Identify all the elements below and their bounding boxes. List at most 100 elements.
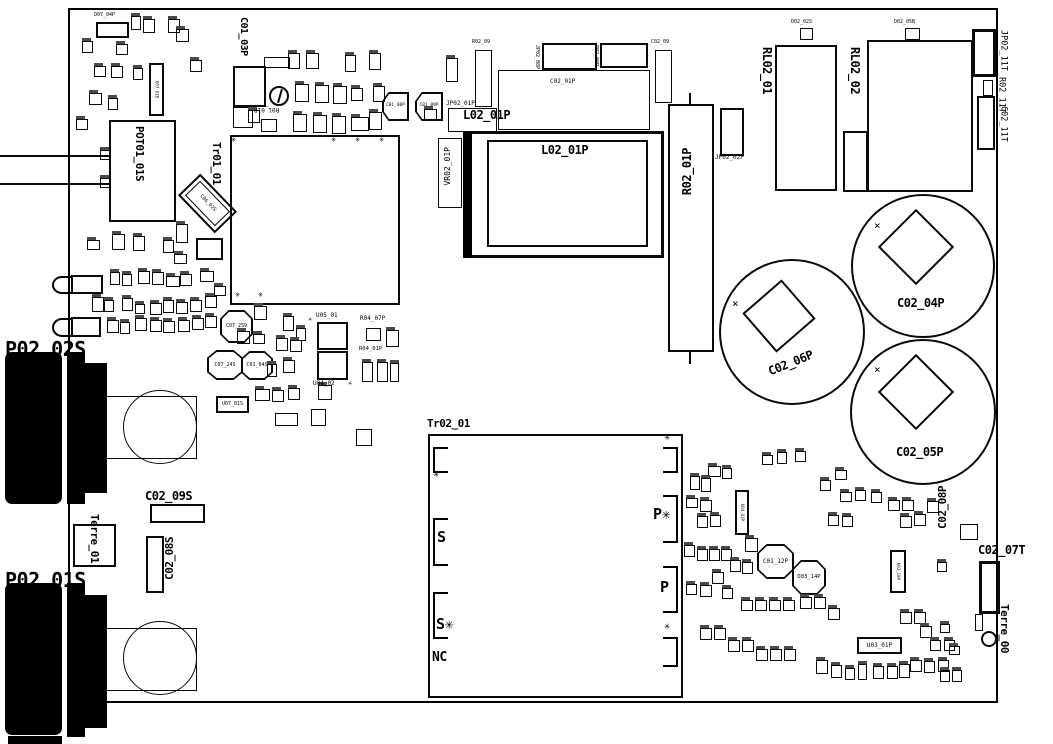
connector-black-body [8, 736, 62, 744]
small-part [351, 85, 363, 101]
small-part [131, 13, 141, 30]
component-body [109, 120, 176, 222]
small-part [700, 497, 712, 512]
small-part [871, 489, 882, 503]
small-part [92, 294, 104, 312]
small-part [887, 663, 898, 679]
small-part [138, 268, 150, 284]
label-c02-08s: C02_08S [163, 537, 176, 580]
small-part [686, 495, 698, 508]
transformer-pin-bracket [663, 495, 678, 543]
small-part [745, 535, 758, 552]
component-body [438, 138, 462, 208]
pin-star-mark: ✳ [231, 135, 237, 145]
small-part [377, 359, 388, 382]
capacitor-outline [123, 390, 197, 464]
component-c01-08p: C01_08P [382, 92, 409, 121]
small-part [176, 299, 188, 314]
component-body [843, 131, 868, 192]
label-p02-02s: P02_02S [5, 337, 86, 361]
small-part [828, 605, 840, 620]
label-r01-01p: R01_01P [254, 106, 280, 113]
small-part [369, 109, 382, 130]
small-part [133, 233, 145, 251]
small-part [276, 335, 288, 351]
label-s: S [437, 528, 446, 546]
small-part [163, 318, 175, 333]
small-part [899, 661, 910, 678]
trace-line [689, 93, 691, 105]
small-part [686, 581, 697, 595]
small-part [122, 271, 132, 286]
component-body [366, 328, 381, 341]
component-body [720, 108, 744, 156]
small-part [697, 513, 708, 528]
small-part [756, 646, 768, 661]
component-d03-14p: D03_14P [792, 560, 826, 595]
small-part [800, 594, 812, 609]
small-part [333, 83, 347, 104]
small-part [709, 546, 720, 561]
component-polygon-face [793, 561, 825, 594]
component-polygon-face [242, 352, 272, 379]
label-terre-01: Terre_01 [88, 514, 101, 563]
small-part [828, 512, 839, 526]
label-r02-08p: R02_08P [593, 45, 599, 67]
small-part [315, 82, 329, 103]
small-part [192, 315, 204, 330]
small-part [237, 328, 250, 344]
component-u04-01p: U04_01P [735, 490, 749, 535]
small-part [288, 385, 300, 400]
component-ref-label: U03_01P [866, 641, 893, 649]
small-part [152, 269, 164, 285]
small-part [362, 359, 373, 382]
connector-black-body [67, 583, 85, 737]
small-part [178, 317, 190, 332]
small-part [135, 315, 147, 331]
small-part [120, 319, 130, 334]
small-part [910, 657, 922, 672]
component-c01-12p: C01_12P [757, 544, 794, 579]
small-part [900, 513, 912, 528]
label-r02-09: R02_09 [472, 39, 491, 45]
label-jp02-02p: JP02_02P [715, 154, 744, 161]
component-body [264, 57, 290, 68]
label-jp02-01p: JP02_01P [446, 100, 475, 107]
component-body [775, 45, 837, 191]
component-ref-label: C01_04S [246, 362, 268, 368]
component-body [977, 96, 995, 150]
small-part [390, 360, 399, 382]
label-pot01-01s: POT01_01S [133, 126, 146, 182]
component-ref-label: C07_2S9 [225, 323, 248, 329]
label-c02-08p: C02_08P [936, 486, 949, 529]
small-part [248, 107, 260, 123]
transformer-pin-bracket [663, 566, 678, 613]
label-jp02-11t: JP02_11T [998, 30, 1009, 71]
connector-black-body [85, 595, 107, 728]
small-part [111, 63, 123, 78]
capacitor-outline [851, 194, 995, 338]
component-body [800, 28, 813, 40]
small-part [770, 646, 782, 661]
transformer-pin-bracket [663, 447, 678, 473]
small-part [180, 271, 192, 286]
small-part [937, 559, 947, 572]
component-u03-10p: U03_10P [890, 550, 906, 593]
component-ref-label: D03_14P [797, 573, 821, 580]
component-body [655, 50, 672, 103]
component-ref-label: U07_01B [154, 81, 160, 98]
small-part [722, 585, 733, 599]
small-part [952, 667, 962, 682]
component-body [71, 317, 101, 337]
small-part [166, 273, 180, 287]
small-part [902, 497, 914, 511]
component-body [146, 536, 164, 593]
small-part [108, 95, 118, 110]
small-part [318, 382, 332, 400]
component-body [230, 135, 400, 305]
small-part [306, 50, 319, 69]
connector-black-body [85, 363, 107, 493]
small-part [267, 361, 277, 377]
label-d07-04p: D07_04P [94, 12, 116, 18]
small-part [900, 609, 912, 624]
